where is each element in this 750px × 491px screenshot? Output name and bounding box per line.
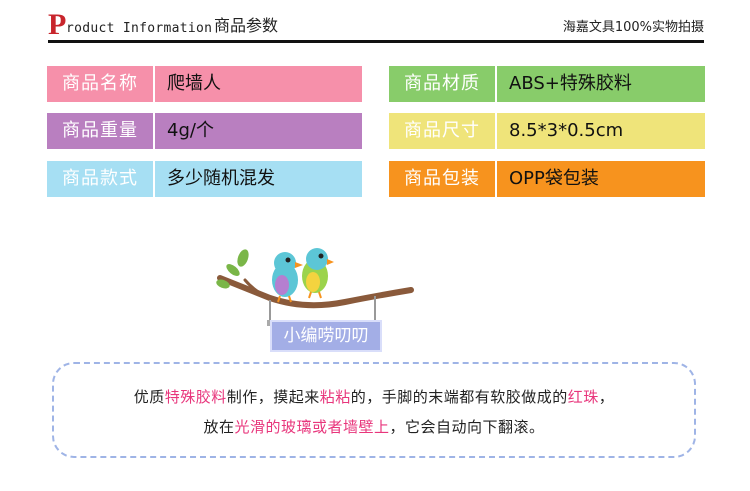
desc-highlight: 粘粘: [319, 388, 351, 406]
desc-highlight: 特殊胶料: [164, 388, 227, 406]
header: P roduct Information 商品参数 海嘉文具100%实物拍摄: [48, 0, 704, 46]
desc-text: ，它会自动向下翻滚。: [389, 418, 545, 436]
spec-row-weight: 商品重量 4g/个: [47, 113, 362, 149]
desc-text: 的，手脚的末端都有软胶做成的: [350, 388, 568, 406]
spec-label: 商品款式: [47, 161, 153, 197]
header-divider: [48, 40, 704, 43]
spec-row-size: 商品尺寸 8.5*3*0.5cm: [389, 113, 705, 149]
spec-row-packaging: 商品包装 OPP袋包装: [389, 161, 705, 197]
spec-label: 商品重量: [47, 113, 153, 149]
header-english-title: roduct Information: [66, 21, 213, 36]
header-p-letter: P: [48, 8, 67, 41]
header-shop-note: 海嘉文具100%实物拍摄: [562, 20, 704, 35]
spec-label: 商品名称: [47, 66, 153, 102]
desc-highlight: 光滑的玻璃或者墙壁上: [234, 418, 390, 436]
description-box: 优质特殊胶料制作，摸起来粘粘的，手脚的末端都有软胶做成的红珠， 放在光滑的玻璃或…: [52, 362, 696, 458]
birds-on-branch-illustration: [216, 248, 414, 326]
description-line-1: 优质特殊胶料制作，摸起来粘粘的，手脚的末端都有软胶做成的红珠，: [54, 386, 694, 407]
desc-text: 制作，摸起来: [226, 388, 320, 406]
desc-highlight: 红珠: [567, 388, 599, 406]
header-chinese-title: 商品参数: [214, 16, 279, 35]
spec-value: 4g/个: [155, 113, 362, 149]
desc-text: 优质: [133, 388, 165, 406]
spec-row-style: 商品款式 多少随机混发: [47, 161, 362, 197]
spec-row-name: 商品名称 爬墙人: [47, 66, 362, 102]
spec-value: OPP袋包装: [497, 161, 705, 197]
spec-label: 商品材质: [389, 66, 495, 102]
spec-row-material: 商品材质 ABS+特殊胶料: [389, 66, 705, 102]
editor-notes-tag: 小编唠叨叨: [272, 322, 380, 350]
spec-value: 爬墙人: [155, 66, 362, 102]
spec-value: 多少随机混发: [155, 161, 362, 197]
description-line-2: 放在光滑的玻璃或者墙壁上，它会自动向下翻滚。: [54, 416, 694, 437]
spec-label: 商品尺寸: [389, 113, 495, 149]
spec-label: 商品包装: [389, 161, 495, 197]
bird-icon: [272, 252, 303, 303]
bird-icon: [302, 248, 334, 299]
desc-text: 放在: [203, 418, 235, 436]
spec-value: 8.5*3*0.5cm: [497, 113, 705, 149]
desc-text: ，: [598, 388, 615, 406]
spec-value: ABS+特殊胶料: [497, 66, 705, 102]
